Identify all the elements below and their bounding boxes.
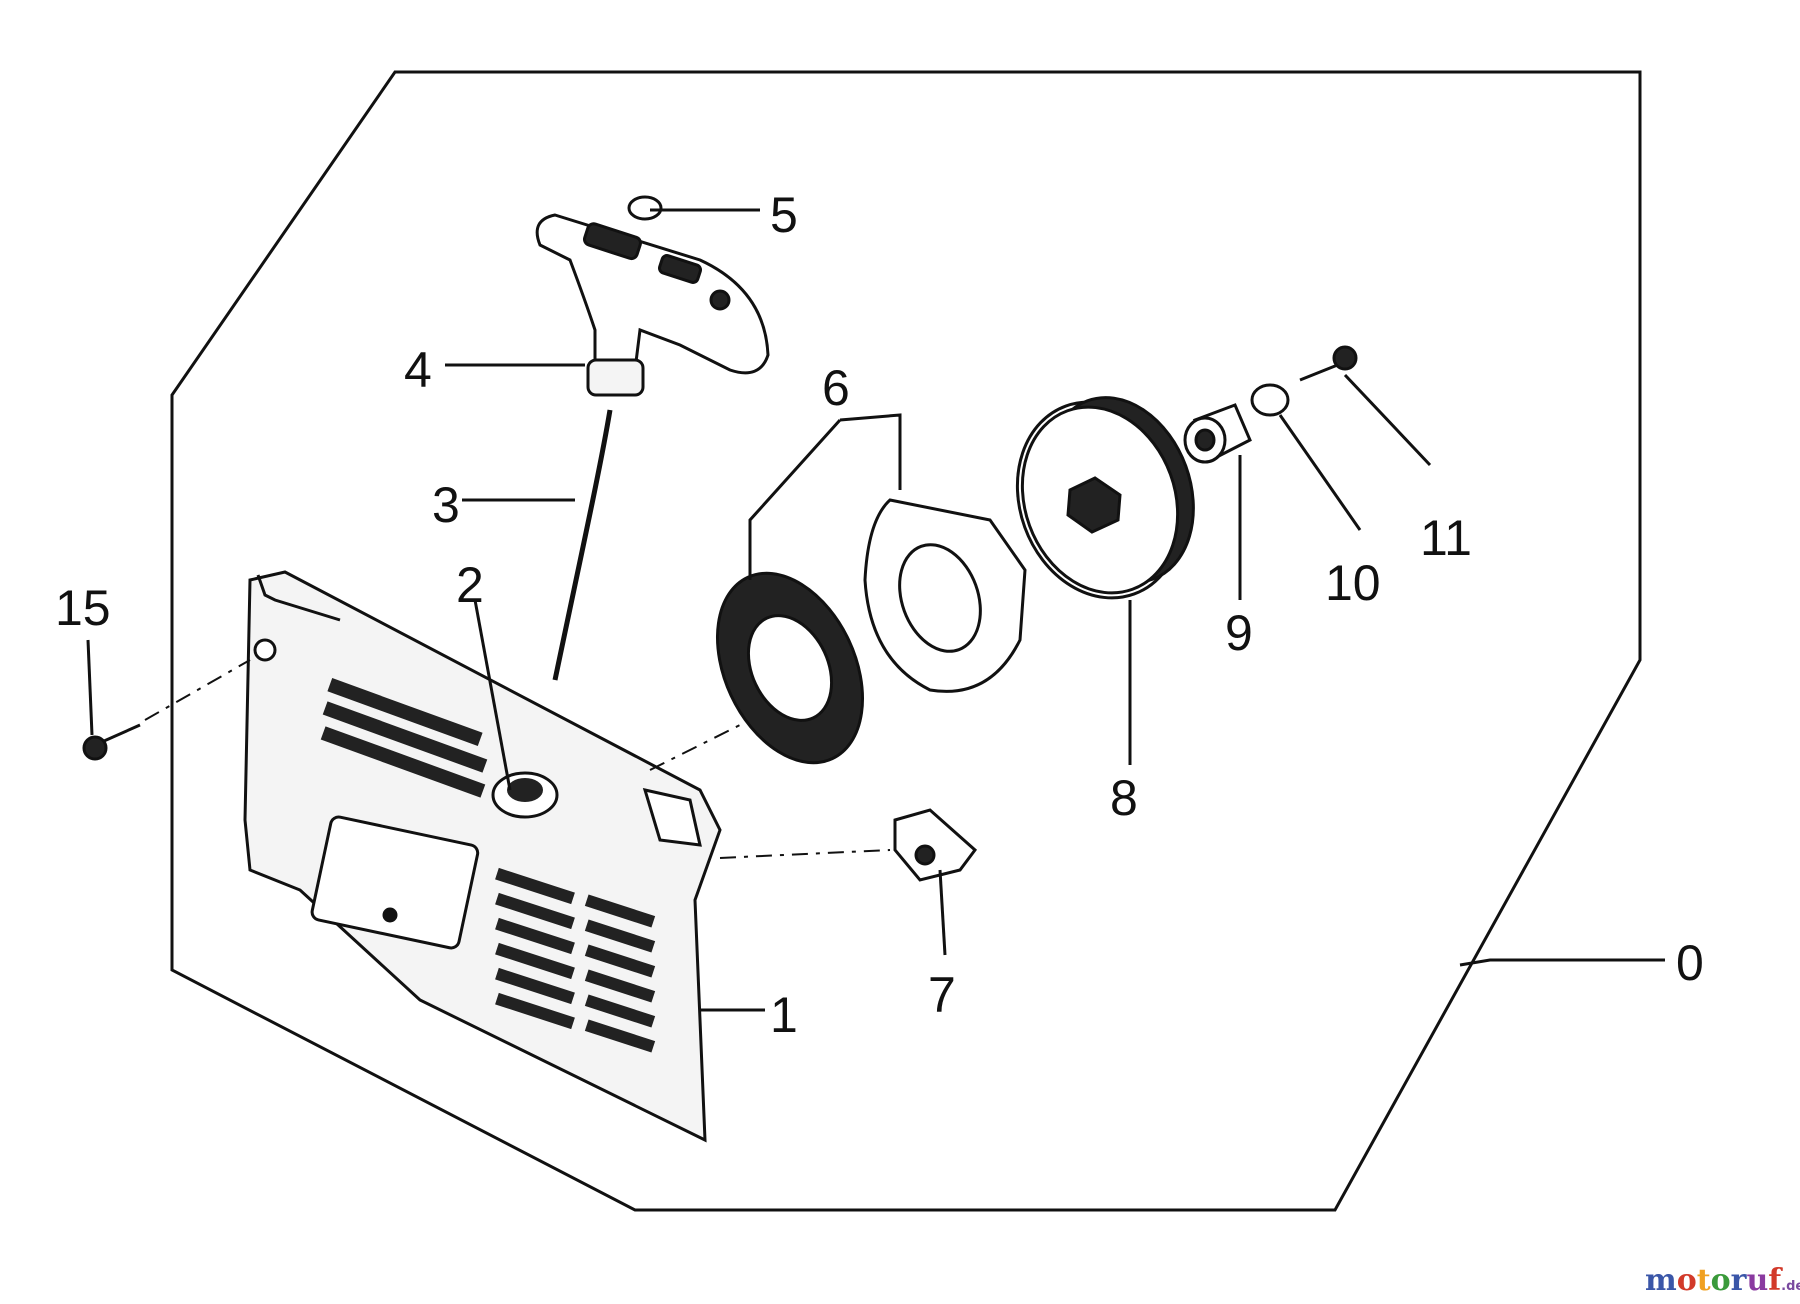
pulley-screw [1299,345,1358,382]
callout-7: 7 [928,967,956,1023]
bushing [1183,403,1252,464]
watermark-letter: m [1645,1263,1677,1298]
callout-4: 4 [404,342,432,398]
spring-plate [863,498,1027,693]
handle-insert [627,195,663,221]
watermark-letter: r [1731,1263,1748,1298]
watermark-suffix: .de [1781,1279,1800,1294]
callout-0: 0 [1676,935,1704,991]
watermark-letter: o [1677,1263,1697,1298]
pawl [893,808,978,882]
callout-labels: 0 1 2 3 4 5 6 7 8 9 10 11 15 [55,187,1704,1043]
callout-1: 1 [770,987,798,1043]
watermark-letter: u [1746,1263,1768,1298]
watermark-letter: f [1768,1263,1783,1298]
assembly-outline [170,70,1642,1212]
callout-9: 9 [1225,605,1253,661]
housing-screw [82,723,141,761]
starter-rope [552,409,613,681]
callout-10: 10 [1325,555,1381,611]
watermark-letter: o [1711,1263,1731,1298]
spring-housing [715,571,865,765]
starter-housing [243,570,722,1143]
callout-2: 2 [456,557,484,613]
callout-6: 6 [822,360,850,416]
callout-5: 5 [770,187,798,243]
starter-handle [535,213,770,397]
rope-pulley [1015,396,1195,600]
watermark-letter: t [1697,1263,1711,1298]
washer [1250,383,1290,417]
watermark-logo: motoruf.de [1645,1263,1800,1298]
callout-3: 3 [432,477,460,533]
callout-11: 11 [1420,510,1472,566]
assembly-axes [144,659,891,859]
callout-15: 15 [55,580,111,636]
callout-8: 8 [1110,770,1138,826]
leader-lines [86,208,1665,1012]
